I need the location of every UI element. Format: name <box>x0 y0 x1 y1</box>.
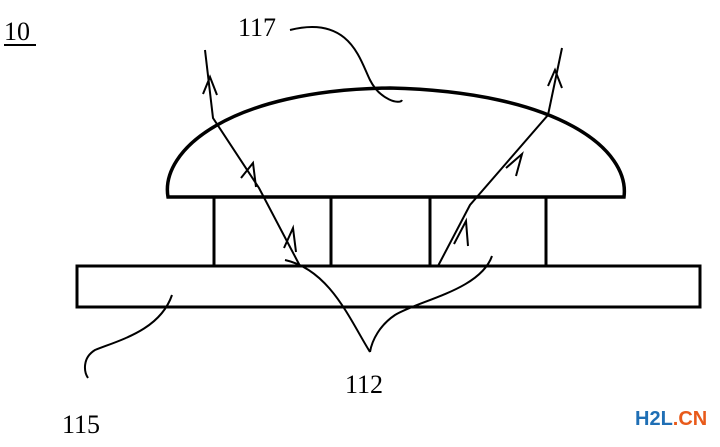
watermark-logo: H2L.CN <box>635 408 707 430</box>
light-ray-left <box>204 49 301 267</box>
leader-lens <box>289 26 403 103</box>
leader-chip-left <box>284 259 371 353</box>
ray-arrows <box>202 67 563 253</box>
arrow-icon <box>453 217 469 247</box>
arrow-icon <box>240 160 257 188</box>
leader-substrate <box>84 294 173 379</box>
light-ray-right <box>437 47 563 267</box>
label-light-sources: 112 <box>345 370 383 399</box>
arrow-icon <box>202 74 218 96</box>
leader-lines <box>84 26 493 379</box>
leader-chip-right <box>369 255 493 353</box>
chip-blocks <box>212 197 548 266</box>
light-rays <box>204 47 563 267</box>
label-lens: 117 <box>238 13 276 42</box>
lens <box>165 86 627 199</box>
watermark-part1: H2L <box>635 408 673 430</box>
arrow-icon <box>547 67 563 89</box>
arrow-icon <box>283 224 297 253</box>
watermark-part2: .CN <box>673 408 707 430</box>
arrow-icon <box>505 151 524 177</box>
substrate <box>75 264 702 309</box>
figure-number: 10 <box>4 17 30 46</box>
label-substrate: 115 <box>62 410 100 439</box>
